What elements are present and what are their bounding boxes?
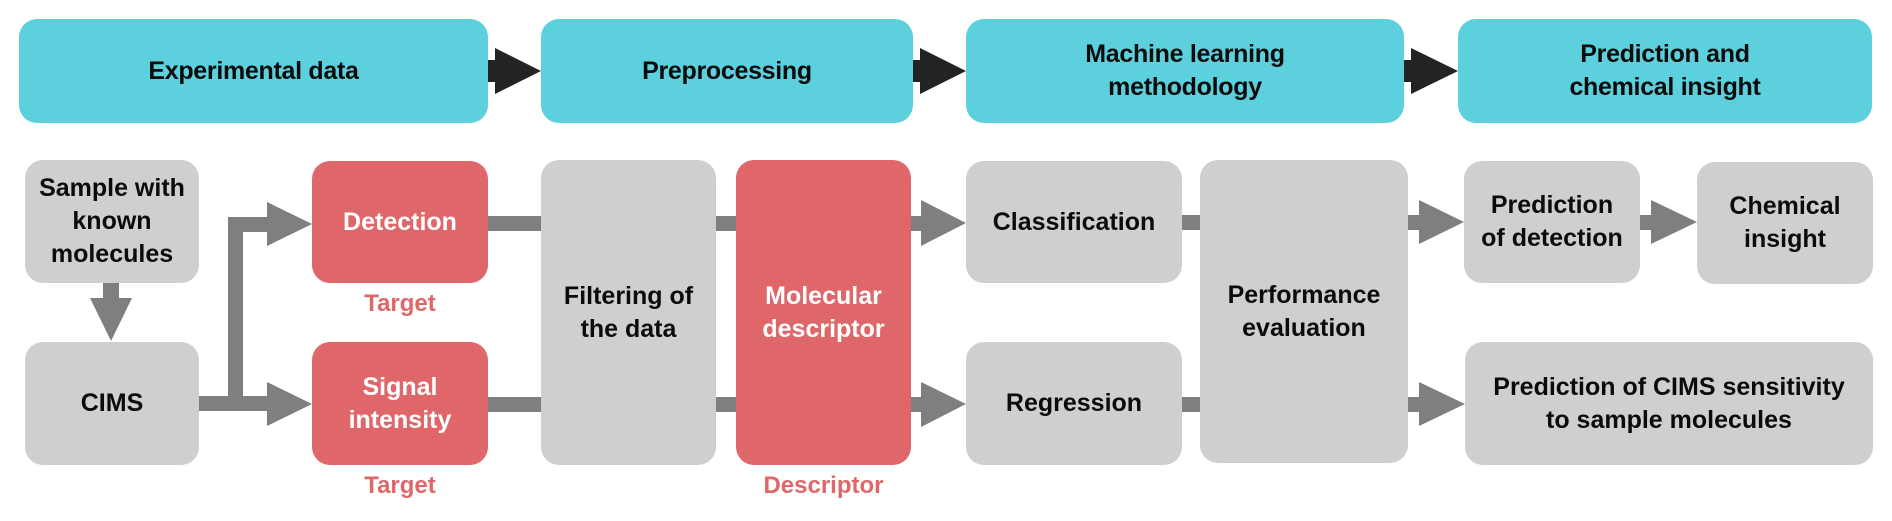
connector-filtering-descriptor-bottom	[716, 397, 736, 412]
node-detection: Detection	[312, 161, 488, 283]
stage-arrow-1	[486, 48, 541, 94]
node-regression: Regression	[966, 342, 1182, 465]
node-prediction-of-detection: Prediction of detection	[1464, 161, 1640, 283]
arrow-pred-detection-to-insight	[1640, 200, 1697, 244]
connector-regression-performance	[1182, 397, 1200, 412]
arrow-descriptor-to-regression	[911, 382, 966, 427]
stage-arrow-3	[1402, 48, 1458, 94]
signal-target-label: Target	[364, 472, 436, 499]
node-classification: Classification	[966, 161, 1182, 283]
stage-preprocessing: Preprocessing	[541, 19, 913, 123]
node-sample-with-known-molecules: Sample with known molecules	[25, 160, 199, 283]
node-prediction-of-cims-sensitivity: Prediction of CIMS sensitivity to sample…	[1465, 342, 1873, 465]
descriptor-label: Descriptor	[763, 472, 884, 499]
node-chemical-insight: Chemical insight	[1697, 162, 1873, 284]
node-cims: CIMS	[25, 342, 199, 465]
connector-filtering-descriptor-top	[716, 216, 736, 231]
stage-arrow-2	[911, 48, 966, 94]
arrow-sample-to-cims	[90, 283, 132, 341]
arrow-descriptor-to-classification	[911, 200, 966, 246]
arrow-performance-to-pred-detection	[1408, 200, 1464, 244]
connector-detection-filtering	[488, 216, 541, 231]
stage-experimental-data: Experimental data	[19, 19, 488, 123]
detection-target-label: Target	[364, 290, 436, 317]
node-signal-intensity: Signal intensity	[312, 342, 488, 465]
node-performance-evaluation: Performance evaluation	[1200, 160, 1408, 463]
node-filtering-of-data: Filtering of the data	[541, 160, 716, 465]
connector-signal-filtering	[488, 397, 541, 412]
stage-machine-learning-methodology: Machine learning methodology	[966, 19, 1404, 123]
node-molecular-descriptor: Molecular descriptor	[736, 160, 911, 465]
arrow-performance-to-pred-cims	[1408, 382, 1465, 426]
connector-classification-performance	[1182, 215, 1200, 230]
stage-prediction-and-insight: Prediction and chemical insight	[1458, 19, 1872, 123]
arrow-cims-to-targets	[199, 202, 312, 426]
